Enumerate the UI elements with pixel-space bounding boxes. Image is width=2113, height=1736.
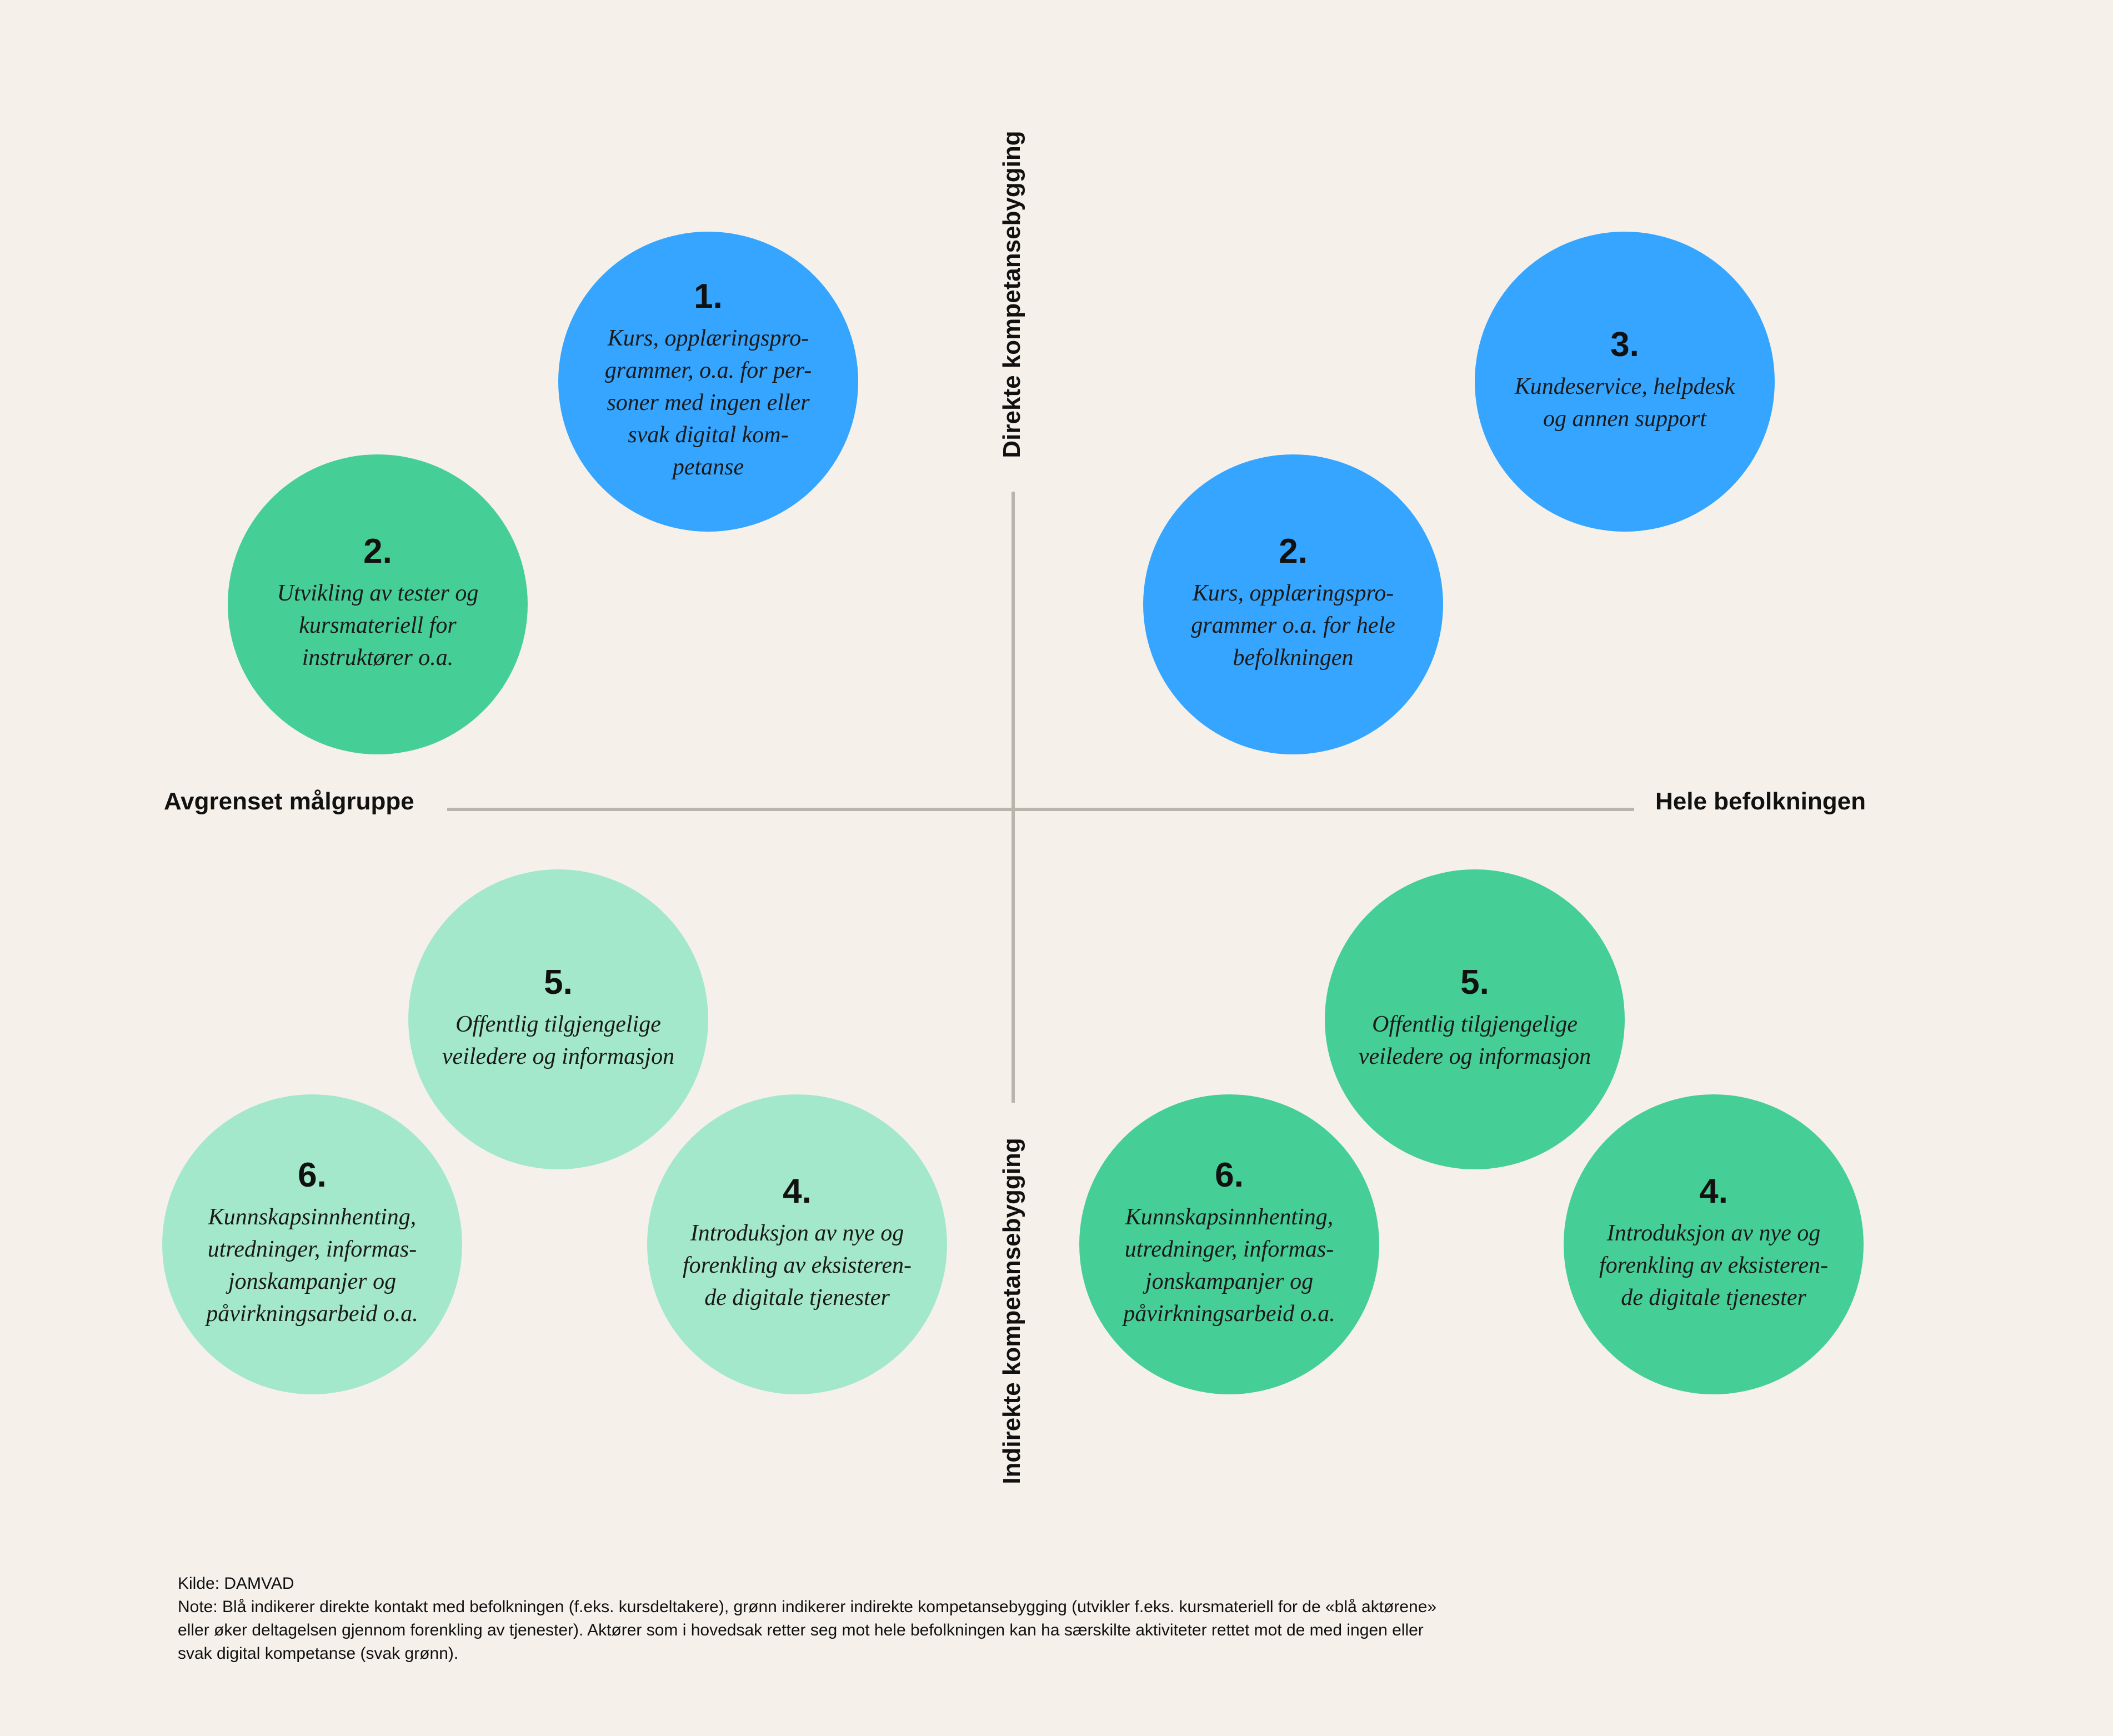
circle-text: Offentlig tilgjengelige veiledere og inf… (1358, 1012, 1591, 1069)
circle-right-2: 2. Kurs, opplæringspro-grammer o.a. for … (1143, 454, 1443, 754)
circle-text: Kunnskapsinnhenting, utredninger, inform… (206, 1204, 418, 1327)
circle-text: Offentlig tilgjengelige veiledere og inf… (442, 1012, 675, 1069)
circle-number: 2. (363, 532, 392, 571)
circle-left-1: 1. Kurs, opplæringspro-grammer, o.a. for… (558, 232, 858, 532)
circle-text: Kurs, opplæringspro-grammer, o.a. for pe… (604, 326, 812, 480)
circle-number: 3. (1610, 326, 1639, 364)
circle-right-5: 5. Offentlig tilgjengelige veiledere og … (1325, 869, 1625, 1169)
circle-number: 4. (1699, 1172, 1728, 1211)
axis-label-whole-population: Hele befolkningen (1655, 788, 1866, 815)
axis-label-limited-target-group: Avgrenset målgruppe (164, 788, 414, 815)
circle-left-4: 4. Introduksjon av nye og forenkling av … (647, 1094, 947, 1394)
circle-text: Introduksjon av nye og forenkling av eks… (682, 1220, 912, 1310)
footer-notes: Kilde: DAMVAD Note: Blå indikerer direkt… (178, 1572, 1455, 1665)
circle-number: 5. (544, 963, 573, 1002)
circle-number: 1. (694, 277, 723, 316)
circle-number: 2. (1279, 532, 1308, 571)
circle-right-4: 4. Introduksjon av nye og forenkling av … (1564, 1094, 1864, 1394)
circle-number: 6. (298, 1156, 327, 1195)
axis-label-direct: Direkte kompetansebygging (998, 131, 1025, 458)
axis-label-indirect: Indirekte kompetansebygging (998, 1138, 1025, 1484)
circle-text: Kurs, opplæringspro-grammer o.a. for hel… (1191, 581, 1395, 671)
circle-number: 4. (783, 1172, 812, 1211)
circle-left-5: 5. Offentlig tilgjengelige veiledere og … (408, 869, 708, 1169)
circle-left-2: 2. Utvikling av tester og kursmateriell … (228, 454, 528, 754)
circle-right-6: 6. Kunnskapsinnhenting, utredninger, inf… (1079, 1094, 1379, 1394)
horizontal-axis-line (447, 808, 1634, 811)
circle-text: Introduksjon av nye og forenkling av eks… (1599, 1220, 1829, 1310)
circle-number: 5. (1460, 963, 1489, 1002)
circle-text: Utvikling av tester og kursmateriell for… (277, 581, 479, 671)
vertical-axis-line (1012, 492, 1015, 1103)
circle-number: 6. (1215, 1156, 1244, 1195)
circle-right-3: 3. Kundeservice, helpdesk og annen suppo… (1475, 232, 1775, 532)
circle-left-6: 6. Kunnskapsinnhenting, utredninger, inf… (162, 1094, 462, 1394)
circle-text: Kundeservice, helpdesk og annen support (1514, 374, 1735, 432)
source-line: Kilde: DAMVAD (178, 1574, 294, 1593)
circle-text: Kunnskapsinnhenting, utredninger, inform… (1123, 1204, 1335, 1327)
note-text: Note: Blå indikerer direkte kontakt med … (178, 1598, 1437, 1663)
